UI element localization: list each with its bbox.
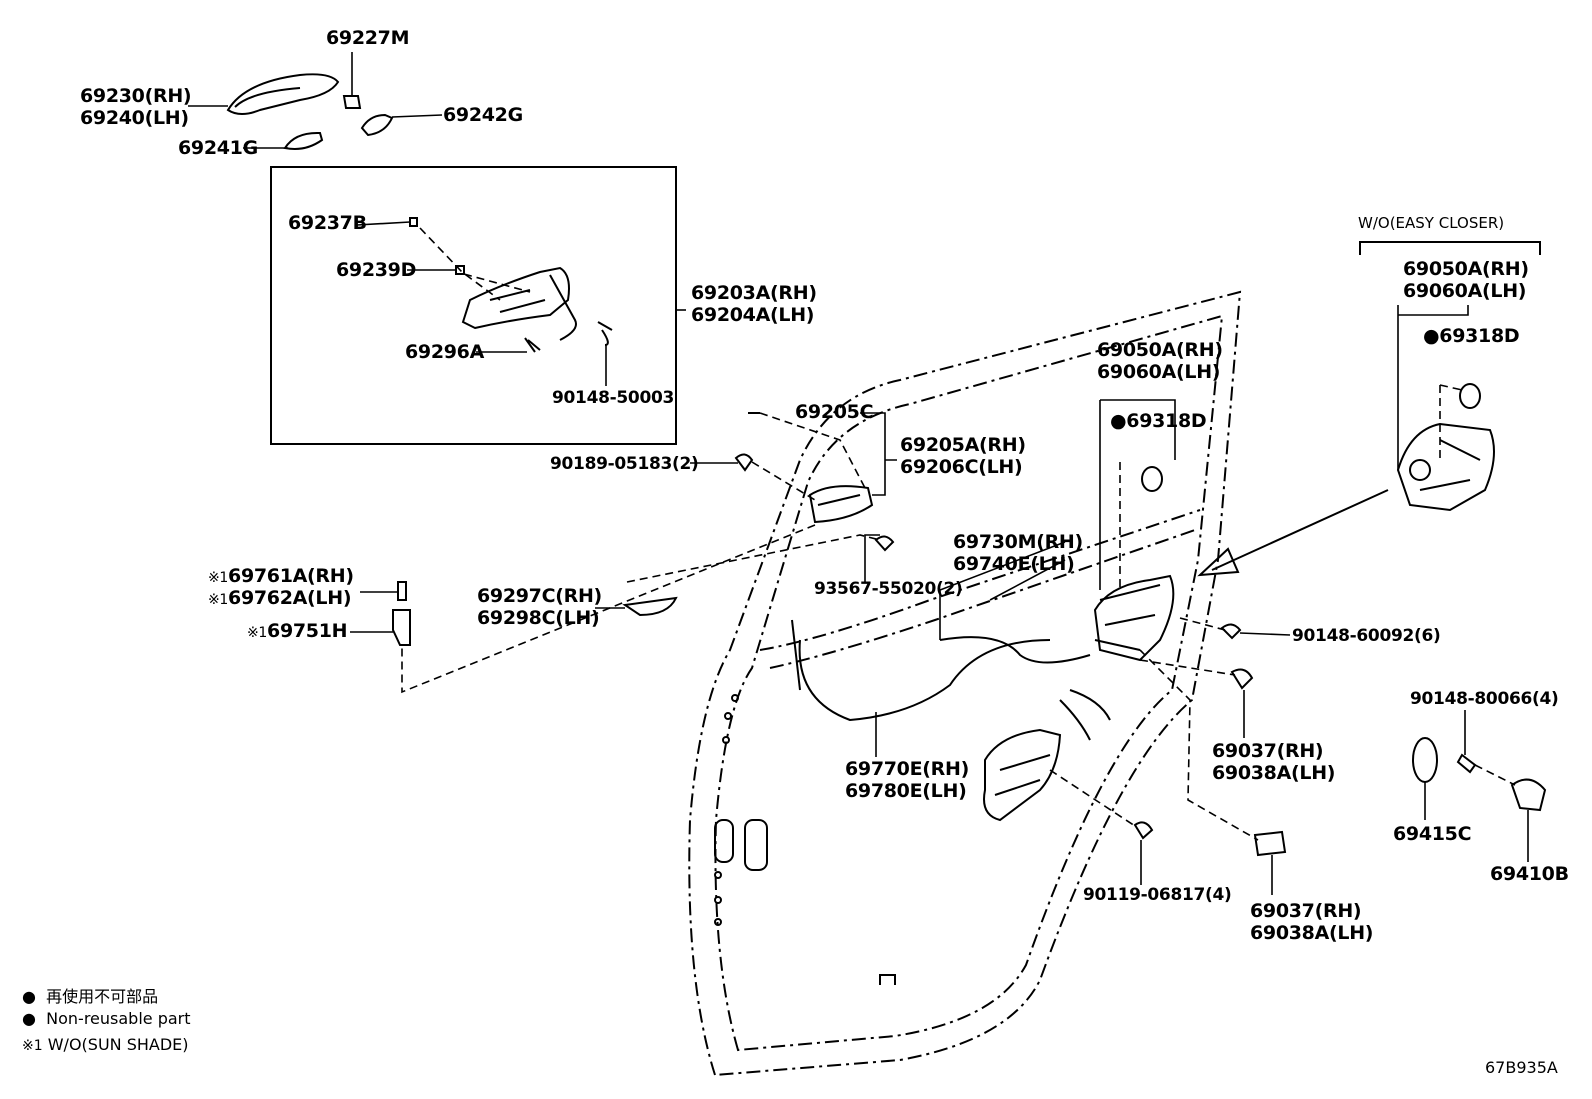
wo-easy-closer-bracket [1359, 241, 1541, 255]
label-90148-80066: 90148-80066(4) [1410, 689, 1559, 709]
label-69241G: 69241G [178, 137, 258, 159]
label-69060A-lh-mid: 69060A(LH) [1097, 361, 1221, 383]
non-reusable-dot-icon: ● [1423, 325, 1440, 347]
figure-code: 67B935A [1485, 1058, 1558, 1077]
label-69205C: 69205C [795, 401, 874, 423]
label-69050A-rh-right: 69050A(RH) [1403, 258, 1529, 280]
lock-cable-69730M [939, 636, 1091, 664]
label-69415C: 69415C [1393, 823, 1472, 845]
ref-mark-1: ※1 [208, 570, 229, 586]
seal-69318D-right-shape [1459, 383, 1481, 409]
label-69038A-lh-no1: 69038A(LH) [1212, 762, 1336, 784]
label-69740E-lh: 69740E(LH) [953, 553, 1075, 575]
label-69038A-lh-no2: 69038A(LH) [1250, 922, 1374, 944]
ref-mark-1: ※1 [22, 1038, 43, 1054]
label-wo-easy-closer: W/O(EASY CLOSER) [1358, 214, 1505, 232]
label-69205A-rh: 69205A(RH) [900, 434, 1026, 456]
label-69318D-right: ●69318D [1423, 325, 1520, 347]
ref-mark-1: ※1 [247, 625, 268, 641]
label-69410B: 69410B [1490, 863, 1569, 885]
rod-clip-69037-no2-shape [1253, 830, 1287, 857]
label-69762A-lh: ※169762A(LH) [208, 587, 352, 609]
closer-less-lock-shape [1396, 422, 1495, 512]
label-69203A-rh: 69203A(RH) [691, 282, 817, 304]
seal-69318D-mid-shape [1141, 466, 1163, 492]
label-69298C-lh: 69298C(LH) [477, 607, 600, 629]
label-69227M: 69227M [326, 27, 410, 49]
legend-non-reusable-jp: ● 再使用不可部品 [22, 987, 159, 1006]
handle-pad-69241G-shape [283, 131, 324, 150]
ref-mark-1: ※1 [208, 592, 229, 608]
legend-wo-sunshade: ※1 W/O(SUN SHADE) [22, 1035, 189, 1054]
label-69037-rh-no2: 69037(RH) [1250, 900, 1362, 922]
rod-clip-69037-no1-shape [1230, 668, 1254, 690]
screw-93567-shape [874, 535, 895, 552]
label-69780E-lh: 69780E(LH) [845, 780, 967, 802]
sunshade-bracket-69297C-shape [622, 596, 678, 617]
door-panel-inner-outline [714, 314, 1224, 1052]
lock-cable-69770E [798, 639, 1051, 722]
label-69751H: ※169751H [247, 620, 348, 642]
label-69240-lh: 69240(LH) [80, 107, 189, 129]
handle-cover-69242G-shape [360, 113, 394, 137]
non-reusable-dot-icon: ● [22, 1009, 36, 1028]
label-69297C-rh: 69297C(RH) [477, 585, 602, 607]
label-69730M-rh: 69730M(RH) [953, 531, 1083, 553]
label-69242G: 69242G [443, 104, 523, 126]
label-69206C-lh: 69206C(LH) [900, 456, 1023, 478]
striker-69410B-shape [1510, 778, 1547, 812]
label-69770E-rh: 69770E(RH) [845, 758, 969, 780]
label-90148-50003: 90148-50003 [552, 388, 675, 408]
door-slot-hole [744, 819, 768, 871]
label-69204A-lh: 69204A(LH) [691, 304, 815, 326]
door-window-frame-line [759, 509, 1201, 651]
bolt-90119-shape [1133, 821, 1154, 840]
label-69230-rh: 69230(RH) [80, 85, 192, 107]
label-69296A: 69296A [405, 341, 485, 363]
clip-90189-shape [734, 453, 754, 472]
handle-cap-69227M-shape [342, 95, 362, 109]
door-slot-hole [714, 819, 734, 863]
label-69239D: 69239D [336, 259, 417, 281]
door-panel-outer-outline [688, 290, 1242, 1077]
sunshade-hook-69751H-shape [392, 609, 411, 646]
label-90148-60092: 90148-60092(6) [1292, 626, 1441, 646]
label-90119-06817: 90119-06817(4) [1083, 885, 1232, 905]
label-69050A-rh-mid: 69050A(RH) [1097, 339, 1223, 361]
non-reusable-dot-icon: ● [22, 987, 36, 1006]
label-69761A-rh: ※169761A(RH) [208, 565, 354, 587]
label-69318D-mid: ●69318D [1110, 410, 1207, 432]
outer-handle-shape [226, 73, 340, 115]
label-90189-05183: 90189-05183(2) [550, 454, 699, 474]
label-69037-rh-no1: 69037(RH) [1212, 740, 1324, 762]
non-reusable-dot-icon: ● [1110, 410, 1127, 432]
easy-closer-arrow [1197, 489, 1389, 577]
label-69060A-lh-right: 69060A(LH) [1403, 280, 1527, 302]
lock-lower-assembly-shape [983, 728, 1062, 822]
door-lock-assembly-shape [1093, 574, 1175, 662]
legend-non-reusable-en: ● Non-reusable part [22, 1009, 191, 1028]
label-69237B: 69237B [288, 212, 367, 234]
handle-frame-inset-box [270, 166, 677, 445]
label-93567-55020: 93567-55020(2) [814, 579, 963, 599]
handle-frame-shape [461, 266, 570, 330]
inside-handle-bracket-shape [808, 485, 874, 524]
cover-69415C-shape [1412, 737, 1438, 783]
bolt-90148-60092-shape [1220, 623, 1242, 640]
